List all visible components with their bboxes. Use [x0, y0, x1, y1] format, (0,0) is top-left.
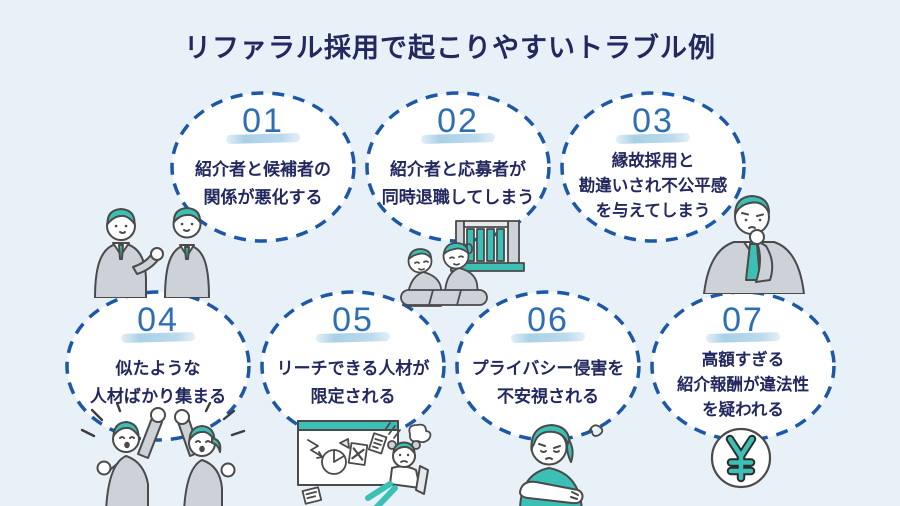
bubble-text-line: 似たような [115, 359, 201, 378]
number-underline-brush [315, 332, 391, 343]
bubble-content: 03 縁故採用と 勘違いされ不公平感 を与えてしまう [558, 89, 748, 245]
bubble-number: 02 [437, 102, 479, 140]
bubble-number: 01 [242, 102, 284, 140]
bubble-text: 紹介者と応募者が 同時退職してしまう [382, 156, 535, 211]
bubble-number: 04 [137, 301, 179, 339]
trouble-bubble-02: 02 紹介者と応募者が 同時退職してしまう [363, 89, 553, 245]
trouble-bubble-04: 04 似たような 人材ばかり集まる [63, 288, 253, 444]
bubble-text: リーチできる人材が 限定される [277, 355, 430, 410]
bubble-text: 縁故採用と 勘違いされ不公平感 を与えてしまう [579, 149, 728, 223]
bubble-content: 02 紹介者と応募者が 同時退職してしまう [363, 89, 553, 245]
page-title: リファラル採用で起こりやすいトラブル例 [184, 33, 716, 63]
trouble-bubble-03: 03 縁故採用と 勘違いされ不公平感 を与えてしまう [558, 89, 748, 245]
illustration-two-businessmen-talking [83, 193, 218, 298]
bubble-text-line: 縁故採用と [611, 152, 695, 170]
illustration-yen-coin [709, 426, 773, 490]
trouble-bubble-05: 05 リーチできる人材が 限定される [258, 288, 448, 444]
bubble-number: 05 [332, 301, 374, 339]
bubble-number: 03 [632, 102, 674, 140]
trouble-bubble-06: 06 プライバシー侵害を 不安視される [453, 288, 643, 444]
bubble-text-line: 限定される [310, 386, 396, 406]
bubble-number: 07 [722, 301, 764, 339]
bubble-content: 07 高額すぎる 紹介報酬が違法性 を疑われる [648, 288, 838, 444]
bubble-number: 06 [527, 301, 569, 339]
bubble-text-line: 不安視される [496, 386, 599, 406]
number-underline-brush [510, 332, 586, 343]
bubble-text-line: プライバシー侵害を [471, 359, 625, 378]
bubble-text-line: 紹介者と応募者が [390, 160, 526, 179]
illustration-anxious-woman-arms-crossed [492, 416, 624, 506]
number-underline-brush [225, 133, 301, 144]
dashed-circle-outline [65, 290, 251, 442]
bubble-text-line: 人材ばかり集まる [89, 386, 227, 406]
bubble-text: 紹介者と候補者の 関係が悪化する [195, 156, 331, 211]
bubble-text-line: 高額すぎる [701, 351, 785, 369]
dashed-circle-outline [560, 91, 746, 243]
bubble-text-line: 勘違いされ不公平感 [578, 176, 728, 195]
illustration-cheering-similar-pair [78, 402, 246, 506]
bubble-text: 高額すぎる 紹介報酬が違法性 を疑われる [677, 348, 809, 422]
number-underline-brush [615, 133, 691, 144]
bubble-content: 05 リーチできる人材が 限定される [258, 288, 448, 444]
bubble-text-line: を与えてしまう [595, 201, 711, 220]
bubble-content: 01 紹介者と候補者の 関係が悪化する [168, 89, 358, 245]
bubble-text-line: を疑われる [702, 400, 784, 419]
bubble-text-line: 紹介報酬が違法性 [677, 375, 809, 394]
trouble-bubble-07: 07 高額すぎる 紹介報酬が違法性 を疑われる [648, 288, 838, 444]
illustration-frustrated-person-with-scattered-documents [292, 416, 432, 506]
number-underline-brush [705, 332, 781, 343]
bubble-text-line: リーチできる人材が [276, 359, 430, 378]
bubble-text: 似たような 人材ばかり集まる [90, 355, 226, 410]
trouble-bubble-01: 01 紹介者と候補者の 関係が悪化する [168, 89, 358, 245]
bubble-text-line: 関係が悪化する [203, 187, 323, 207]
dashed-circle-outline [170, 91, 356, 243]
number-underline-brush [120, 332, 196, 343]
number-underline-brush [420, 133, 496, 144]
bubble-content: 04 似たような 人材ばかり集まる [63, 288, 253, 444]
bubble-text-line: 紹介者と候補者の [195, 160, 331, 179]
illustration-two-employees-slumped-at-office-gate [393, 218, 525, 310]
bubble-content: 06 プライバシー侵害を 不安視される [453, 288, 643, 444]
bubble-text-line: 同時退職してしまう [381, 187, 535, 207]
bubble-text: プライバシー侵害を 不安視される [472, 355, 625, 410]
illustration-pondering-businessman [700, 186, 814, 294]
